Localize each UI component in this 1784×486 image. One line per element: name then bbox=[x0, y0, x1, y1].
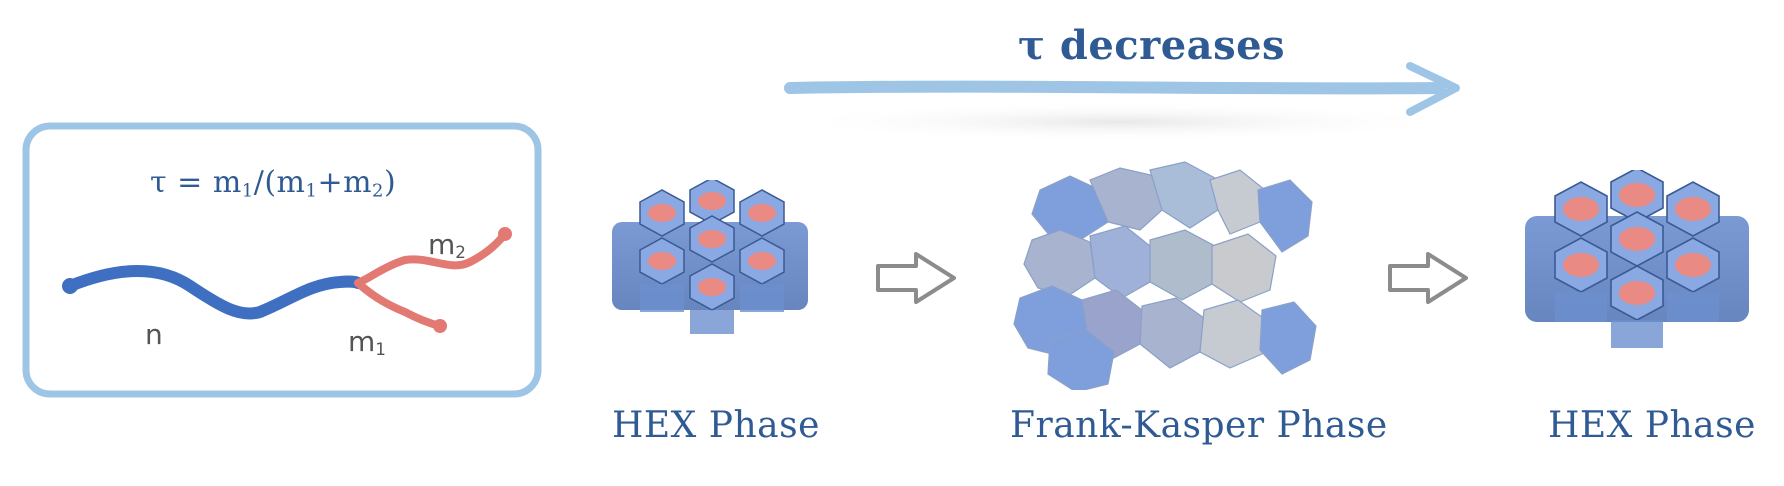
label-m2: m2 bbox=[428, 228, 466, 263]
decreases-text: decreases bbox=[1059, 22, 1286, 69]
branch-m2 bbox=[354, 230, 509, 287]
backbone-chain bbox=[64, 265, 364, 320]
polymer-chain bbox=[62, 227, 512, 333]
phase-label-frank-kasper: Frank-Kasper Phase bbox=[1010, 405, 1388, 446]
inset-frame bbox=[22, 122, 542, 398]
hex-cluster-left bbox=[612, 180, 808, 334]
hollow-arrow-2 bbox=[1388, 252, 1468, 304]
tau-formula: τ = m1/(m1+m2) bbox=[150, 165, 397, 202]
frank-kasper-cluster bbox=[1013, 161, 1317, 390]
phase-label-hex-right: HEX Phase bbox=[1548, 405, 1756, 446]
phase-label-hex-left: HEX Phase bbox=[612, 405, 820, 446]
label-n: n bbox=[145, 318, 163, 351]
trend-arrow bbox=[780, 62, 1460, 140]
tau-trend-label: τ decreases bbox=[1018, 22, 1285, 69]
label-m1: m1 bbox=[348, 325, 386, 360]
hollow-arrow-1 bbox=[876, 252, 956, 304]
branch-m1 bbox=[354, 279, 444, 330]
hex-cluster-right bbox=[1525, 170, 1749, 348]
tau-symbol: τ bbox=[1018, 22, 1046, 69]
